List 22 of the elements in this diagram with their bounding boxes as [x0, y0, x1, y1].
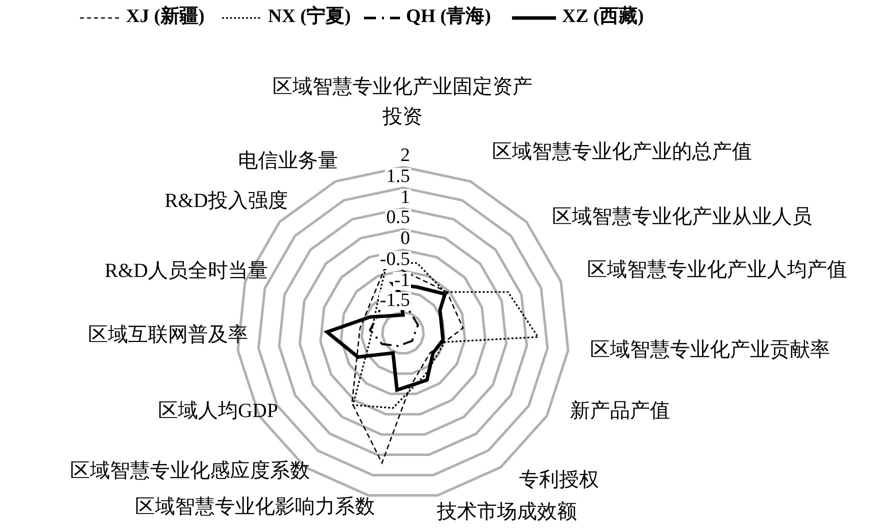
axis-label: 区域智慧专业化产业从业人员 [552, 206, 812, 228]
axis-label: R&D投入强度 [164, 190, 288, 212]
axis-label: 区域互联网普及率 [88, 324, 248, 346]
axis-label: 区域人均GDP [158, 400, 278, 422]
axis-label: R&D人员全时当量 [104, 260, 268, 282]
axis-label: 技术市场成效额 [437, 501, 577, 523]
tick-label: -1.5 [378, 292, 411, 310]
axis-label: 区域智慧专业化感应度系数 [70, 460, 310, 482]
axis-label: 区域智慧专业化产业的总产值 [492, 141, 752, 163]
legend-label: NX (宁夏) [268, 4, 351, 29]
legend-label: QH (青海) [406, 5, 491, 29]
axis-label: 区域智慧专业化产业固定资产投资 [272, 76, 532, 128]
axis-label: 区域智慧专业化影响力系数 [135, 496, 375, 518]
axis-label: 专利授权 [519, 469, 599, 491]
tick-label: -1 [393, 272, 411, 290]
tick-label: -0.5 [378, 250, 411, 269]
axis-label: 区域智慧专业化产业贡献率 [590, 339, 830, 361]
legend-label: XJ (新疆) [126, 4, 205, 29]
axis-label: 电信业务量 [238, 150, 338, 172]
axis-label: 区域智慧专业化产业人均产值 [587, 259, 847, 281]
legend-label: XZ (西藏) [562, 4, 644, 29]
axis-label: 新产品产值 [570, 400, 670, 422]
